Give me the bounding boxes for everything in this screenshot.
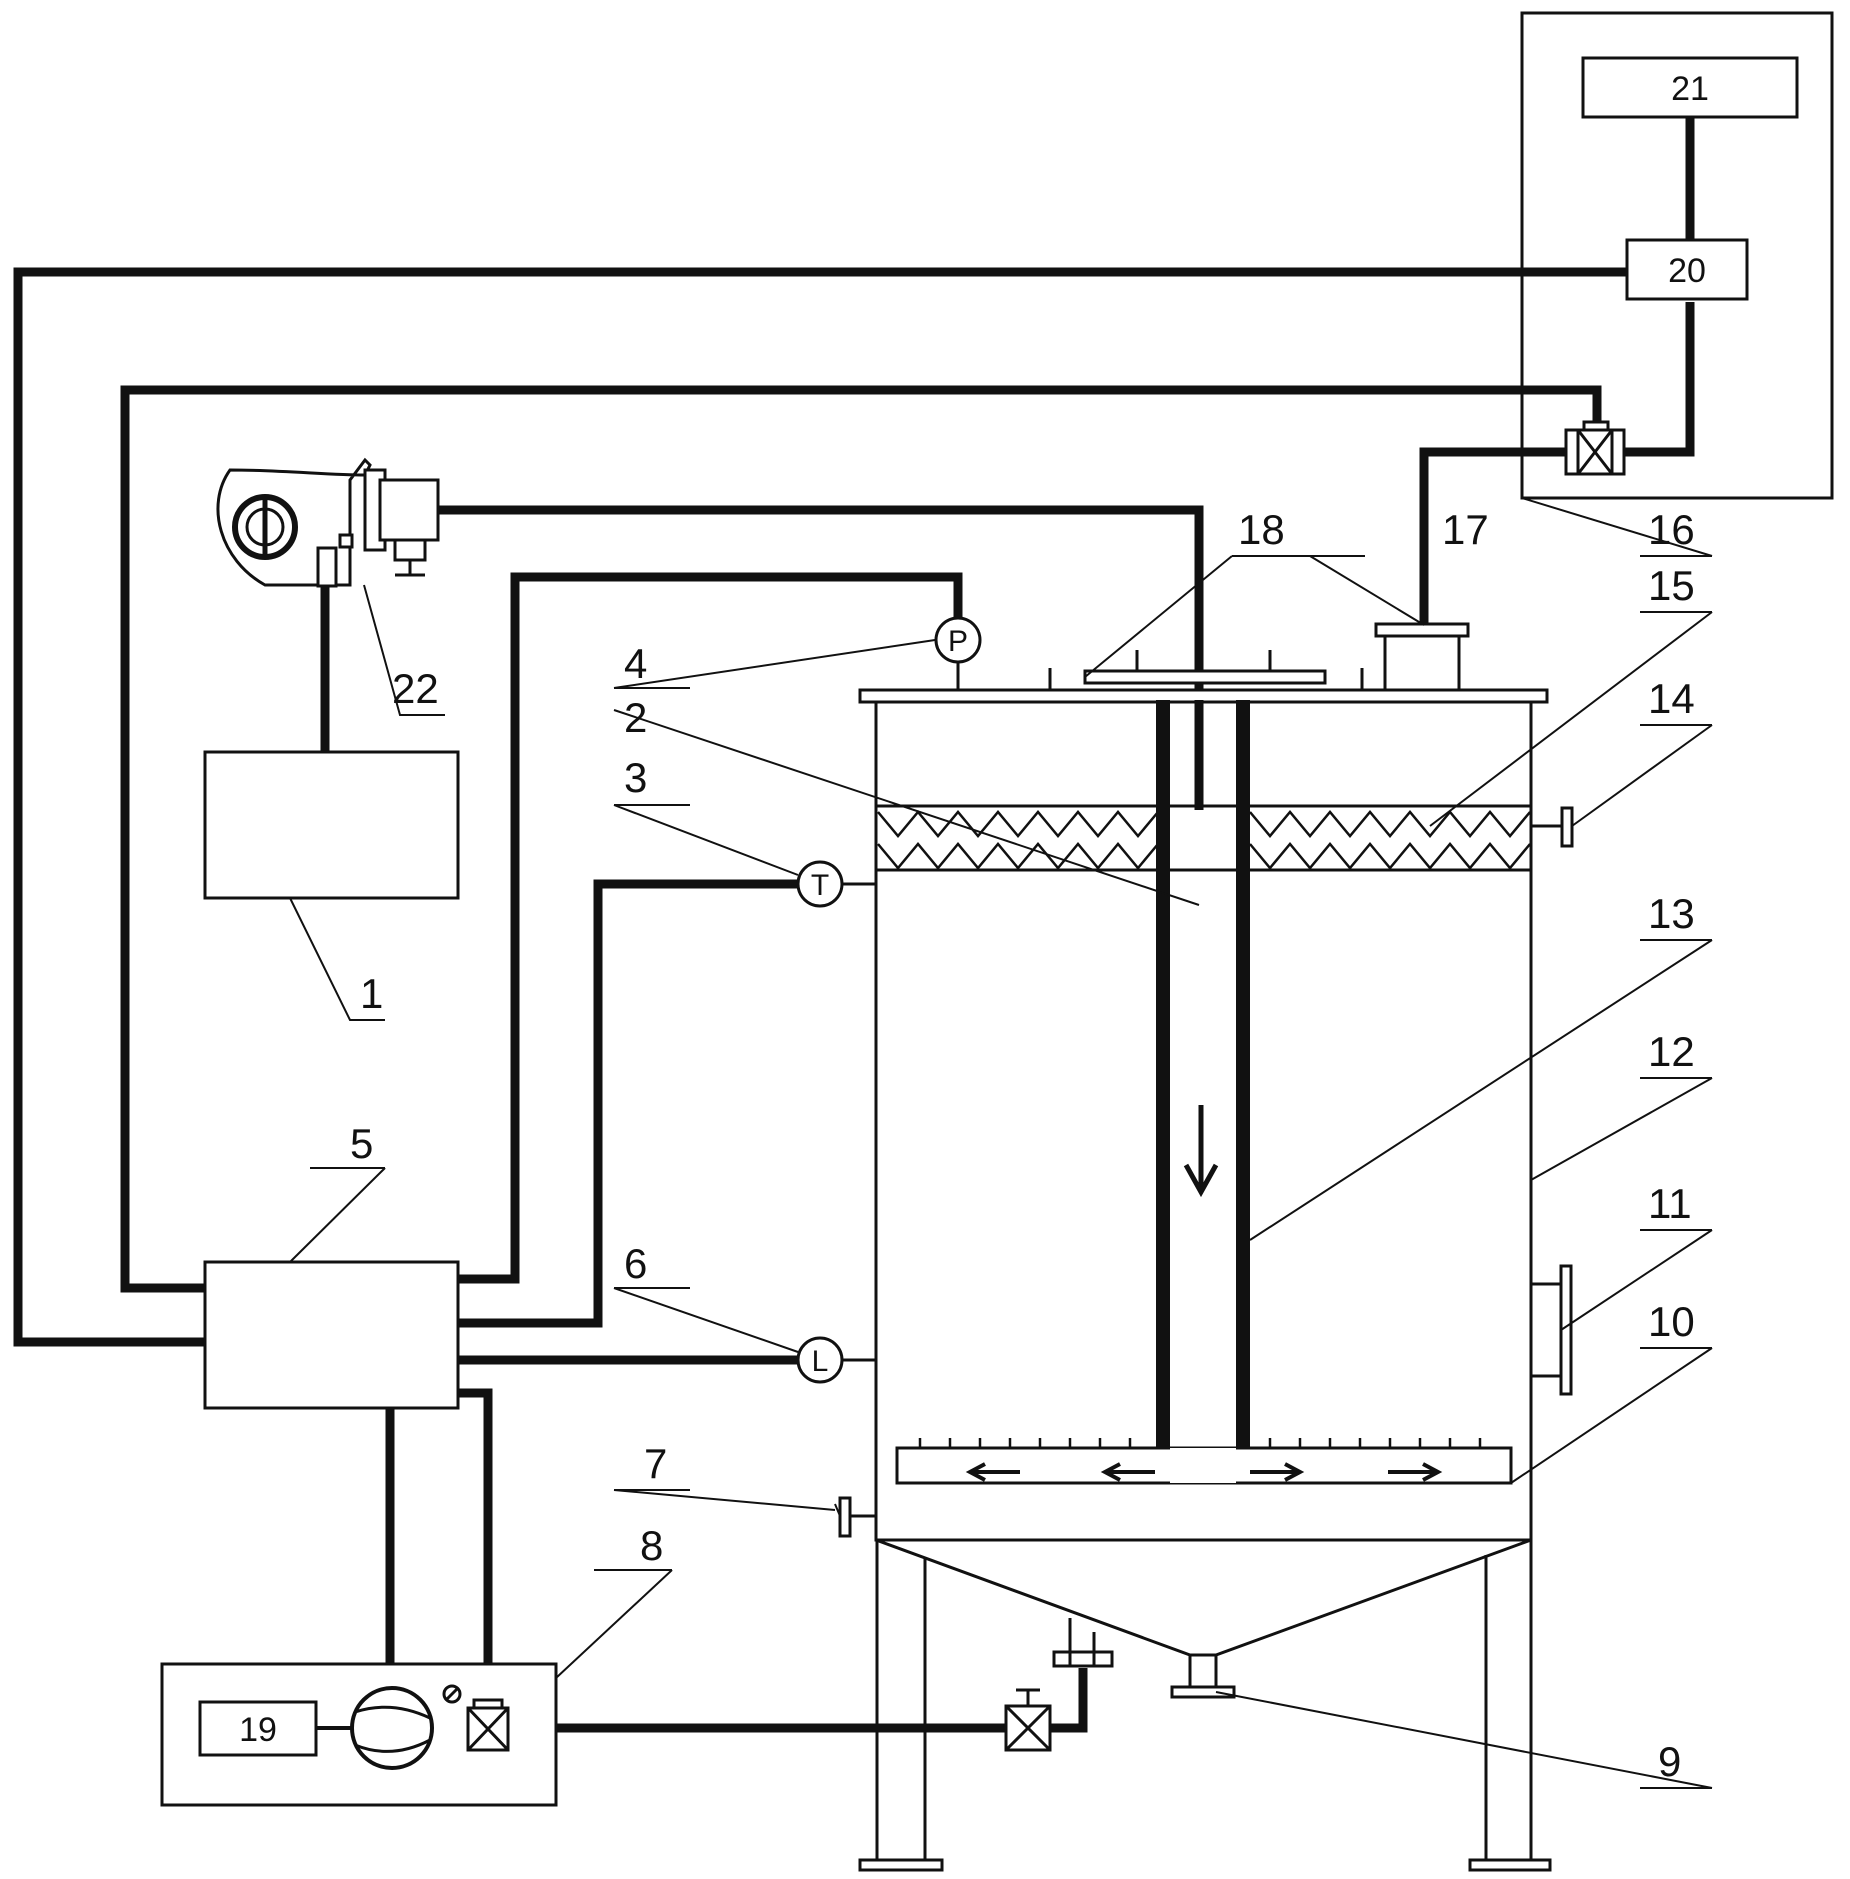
label-4: 4 — [624, 640, 647, 687]
cabinet-valve-icon — [1564, 420, 1626, 476]
label-18: 18 — [1238, 506, 1285, 553]
manway-18 — [1083, 669, 1327, 685]
label-3: 3 — [624, 754, 647, 801]
tank-cone — [875, 1538, 1532, 1657]
label-17: 17 — [1442, 506, 1489, 553]
label-6: 6 — [624, 1240, 647, 1287]
tank-legs — [858, 1540, 1552, 1872]
distributor-flow-arrows — [965, 1462, 1443, 1482]
box-21 — [1581, 56, 1799, 119]
controller-5 — [203, 1260, 460, 1410]
burner-22 — [216, 457, 440, 588]
label-22: 22 — [392, 665, 439, 712]
vent-nozzle-17 — [1383, 634, 1461, 692]
label-10: 10 — [1648, 1298, 1695, 1345]
feed-line-2 — [1050, 1668, 1088, 1733]
label-15: 15 — [1648, 562, 1695, 609]
pressure-signal-line — [458, 572, 963, 1284]
pressure-gauge-label: P — [948, 625, 968, 658]
pump-icon — [350, 1686, 434, 1770]
pressure-gauge-icon — [934, 616, 982, 664]
box-1 — [203, 750, 460, 900]
label-8: 8 — [640, 1522, 663, 1569]
label-11: 11 — [1648, 1180, 1692, 1227]
temperature-gauge-icon — [796, 860, 844, 908]
label-7: 7 — [644, 1440, 667, 1487]
burner-gas-line — [438, 505, 1204, 810]
box-19 — [198, 1700, 318, 1757]
box-21-label: 21 — [1671, 70, 1709, 108]
feed-valve-icon — [1004, 1688, 1052, 1752]
skid-valve-signal-line — [458, 1388, 493, 1664]
label-1: 1 — [360, 970, 383, 1017]
box-19-label: 19 — [239, 1711, 277, 1749]
label-2: 2 — [624, 694, 647, 741]
signal-line-5-to-20 — [13, 267, 1627, 1347]
label-9: 9 — [1658, 1738, 1681, 1785]
label-16: 16 — [1648, 506, 1695, 553]
bottom-outlet-9 — [1188, 1653, 1218, 1689]
label-rules — [310, 555, 1712, 1789]
skid-valve-icon — [466, 1698, 510, 1752]
label-14: 14 — [1648, 675, 1695, 722]
temperature-signal-line — [458, 879, 798, 1328]
vent-line-2 — [1612, 302, 1695, 457]
vent-line — [1419, 447, 1566, 625]
label-12: 12 — [1648, 1028, 1695, 1075]
packing-15-right-top — [1249, 810, 1531, 838]
temperature-gauge-label: T — [811, 869, 829, 902]
signal-line-5-to-valve — [120, 385, 1602, 1293]
label-5: 5 — [350, 1120, 373, 1167]
cabinet-16 — [1520, 11, 1834, 500]
box-20 — [1625, 238, 1749, 301]
side-manhole-11 — [1529, 1282, 1563, 1378]
downcomer-13 — [1156, 700, 1170, 1448]
label-13: 13 — [1648, 890, 1695, 937]
level-gauge-icon — [796, 1336, 844, 1384]
level-gauge-label: L — [812, 1345, 829, 1378]
packing-15-left-top — [877, 810, 1159, 838]
check-indicator-icon — [442, 1684, 462, 1704]
feed-inlet-flange — [1052, 1618, 1114, 1668]
box-20-label: 20 — [1668, 252, 1706, 290]
